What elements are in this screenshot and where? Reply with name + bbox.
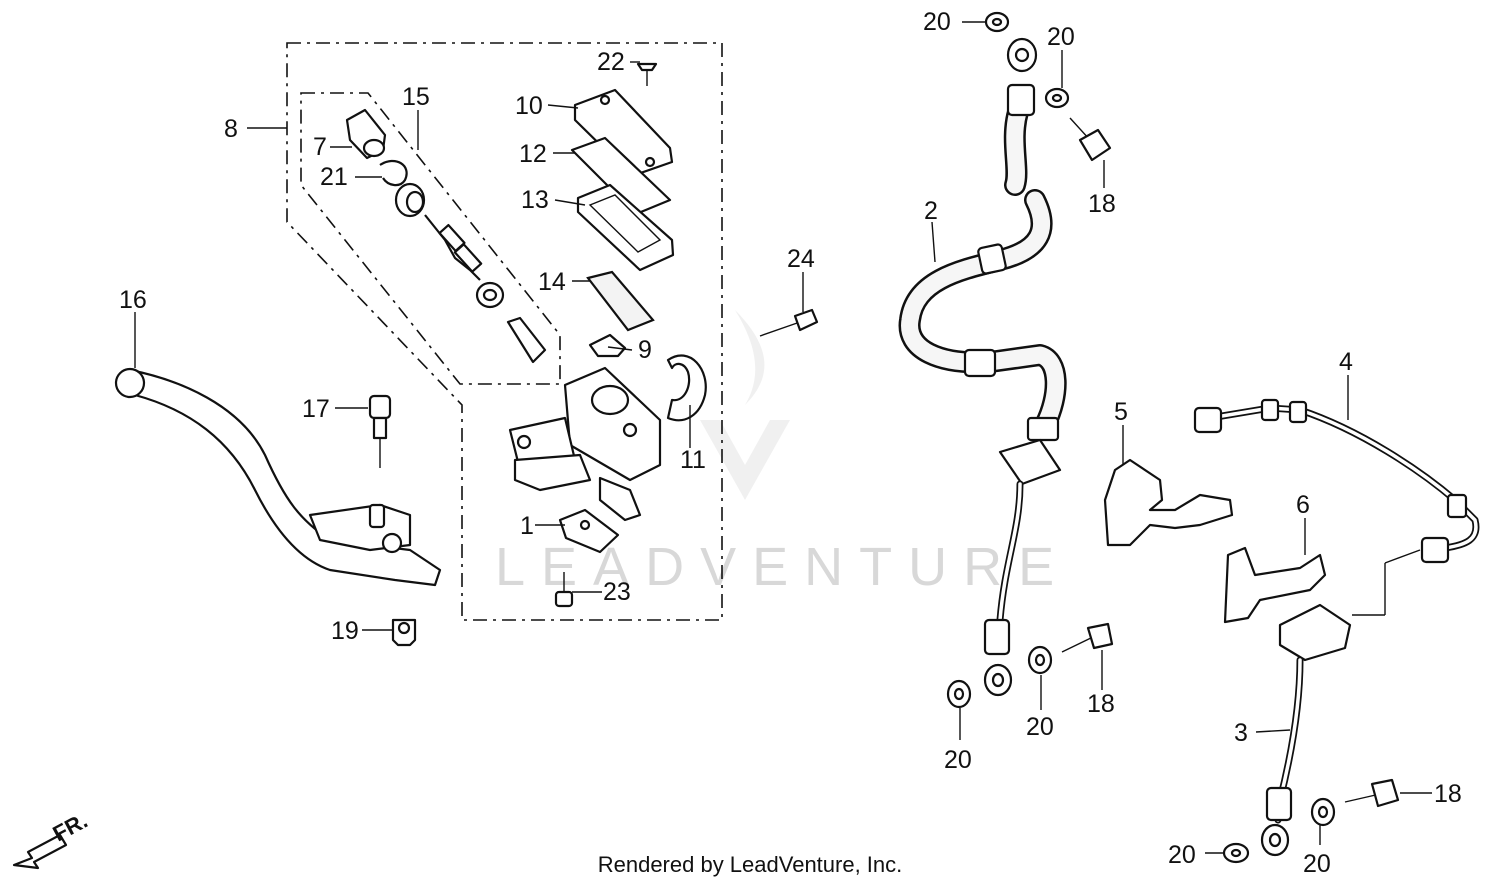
callout-9: 9 (638, 336, 652, 364)
callout-12: 12 (519, 140, 547, 168)
callout-1: 1 (520, 512, 534, 540)
reservoir-float (586, 270, 655, 332)
callout-14: 14 (538, 268, 566, 296)
callout-18-middle: 18 (1087, 690, 1115, 718)
piston-boot (345, 108, 387, 160)
callout-6: 6 (1296, 491, 1310, 519)
brake-pipe (1193, 398, 1480, 564)
piston-kit-outline (300, 92, 561, 385)
upper-brake-hose (898, 37, 1067, 697)
lower-brake-hose (1260, 603, 1352, 857)
mount-bolt (759, 308, 819, 337)
callout-15: 15 (402, 83, 430, 111)
reservoir-diaphragm (576, 183, 675, 272)
handlebar-holder (666, 354, 707, 422)
hose-bracket-upper (1103, 458, 1234, 547)
callout-8: 8 (224, 115, 238, 143)
callout-2: 2 (924, 197, 938, 225)
callout-3: 3 (1234, 719, 1248, 747)
piston-assembly (394, 182, 547, 364)
leader-lines (134, 21, 1432, 854)
callout-20-c: 20 (944, 746, 972, 774)
master-cylinder-body (508, 366, 662, 522)
banjo-bolt-bottom (1344, 778, 1400, 808)
callout-labels: 1 2 3 4 5 6 7 8 9 10 11 12 13 14 15 16 1… (119, 8, 1462, 878)
footer-credit: Rendered by LeadVenture, Inc. (597, 852, 903, 877)
reservoir-retainer (588, 333, 627, 358)
callout-21: 21 (320, 163, 348, 191)
snap-ring (379, 159, 408, 187)
watermark-text: LEADVENTURE (495, 537, 1070, 597)
callout-20-a: 20 (923, 8, 951, 36)
callout-4: 4 (1339, 348, 1353, 376)
callout-11: 11 (680, 446, 706, 474)
callout-20-b: 20 (1047, 23, 1075, 51)
sealing-washer (946, 11, 1336, 864)
callout-13: 13 (521, 186, 549, 214)
callout-18-top: 18 (1088, 190, 1116, 218)
pivot-bolt (368, 394, 392, 468)
callout-7: 7 (313, 133, 327, 161)
watermark-logo (700, 310, 790, 500)
hose-bracket-lower (1223, 546, 1327, 624)
switch-screw (554, 572, 574, 608)
callout-16: 16 (119, 286, 147, 314)
callout-17: 17 (302, 395, 330, 423)
callout-19: 19 (331, 617, 359, 645)
lever-nut (391, 618, 417, 647)
brake-switch (558, 508, 620, 554)
callout-24: 24 (787, 245, 815, 273)
callout-20-f: 20 (1303, 850, 1331, 878)
brake-lever (114, 367, 442, 587)
callout-23: 23 (603, 578, 631, 606)
assembly-outline (286, 42, 723, 621)
banjo-bolt-top (1069, 117, 1112, 162)
callout-10: 10 (515, 92, 543, 120)
banjo-bolt-middle (1061, 622, 1114, 653)
callout-18-bottom: 18 (1434, 780, 1462, 808)
callout-5: 5 (1114, 398, 1128, 426)
cap-screw (636, 62, 658, 86)
callout-20-d: 20 (1026, 713, 1054, 741)
callout-20-e: 20 (1168, 841, 1196, 869)
callout-22: 22 (597, 48, 625, 76)
reservoir-cap (573, 88, 674, 178)
